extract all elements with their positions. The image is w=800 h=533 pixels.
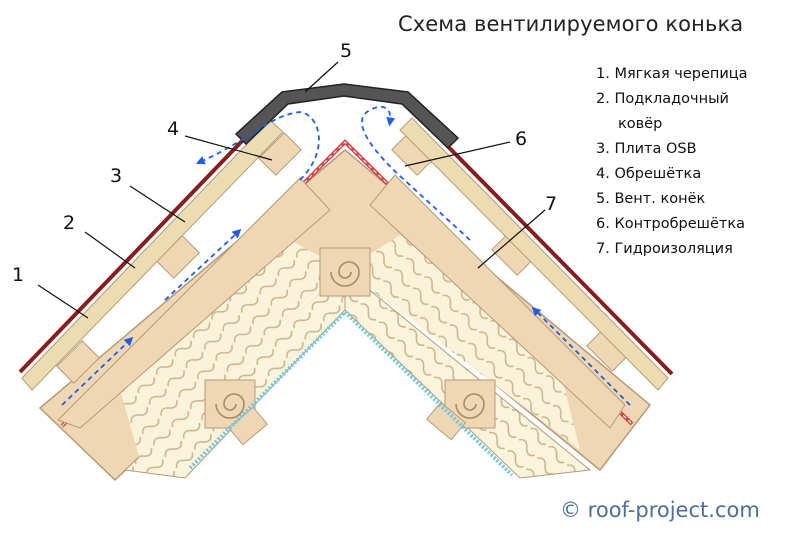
callout-leaders	[37, 61, 546, 319]
legend-item-2-cont: ковёр	[618, 116, 663, 132]
callout-6: 6	[515, 128, 527, 150]
counter-batten-right	[369, 174, 626, 429]
rafter-end-center	[319, 247, 371, 297]
insulation-left-upper	[120, 240, 345, 460]
callout-5: 5	[340, 40, 352, 62]
legend-item-7: 7. Гидроизоляция	[596, 241, 733, 257]
legend-item-3: 3. Плита OSB	[596, 141, 697, 157]
legend: 1. Мягкая черепица 2. Подкладочный ковёр…	[596, 64, 748, 264]
support-left	[227, 406, 269, 446]
vapor-barrier	[188, 309, 514, 477]
callout-3: 3	[110, 165, 122, 187]
diagram-title: Схема вентилируемого конька	[398, 12, 744, 36]
insulation-right	[344, 268, 592, 479]
counter-batten-left	[57, 177, 331, 429]
legend-item-5: 5. Вент. конёк	[596, 191, 706, 207]
legend-item-2: 2. Подкладочный	[596, 91, 729, 107]
shingles-right	[412, 110, 674, 376]
support-right	[425, 401, 467, 441]
callout-2: 2	[63, 212, 75, 234]
shingles-left	[18, 112, 270, 374]
callout-1: 1	[12, 264, 24, 286]
copyright: © roof-project.com	[560, 498, 760, 522]
osb-right	[399, 117, 669, 391]
callout-4: 4	[167, 118, 179, 140]
ridge-vent-cap	[234, 83, 460, 150]
insulation-right-upper	[345, 235, 580, 450]
legend-item-6: 6. Контробрешётка	[596, 216, 745, 232]
legend-item-4: 4. Обрешётка	[596, 166, 702, 182]
callout-7: 7	[545, 193, 557, 215]
osb-left	[21, 119, 284, 391]
legend-item-1: 1. Мягкая черепица	[596, 66, 748, 82]
battens	[56, 132, 630, 384]
airflow-arrows	[61, 105, 631, 406]
